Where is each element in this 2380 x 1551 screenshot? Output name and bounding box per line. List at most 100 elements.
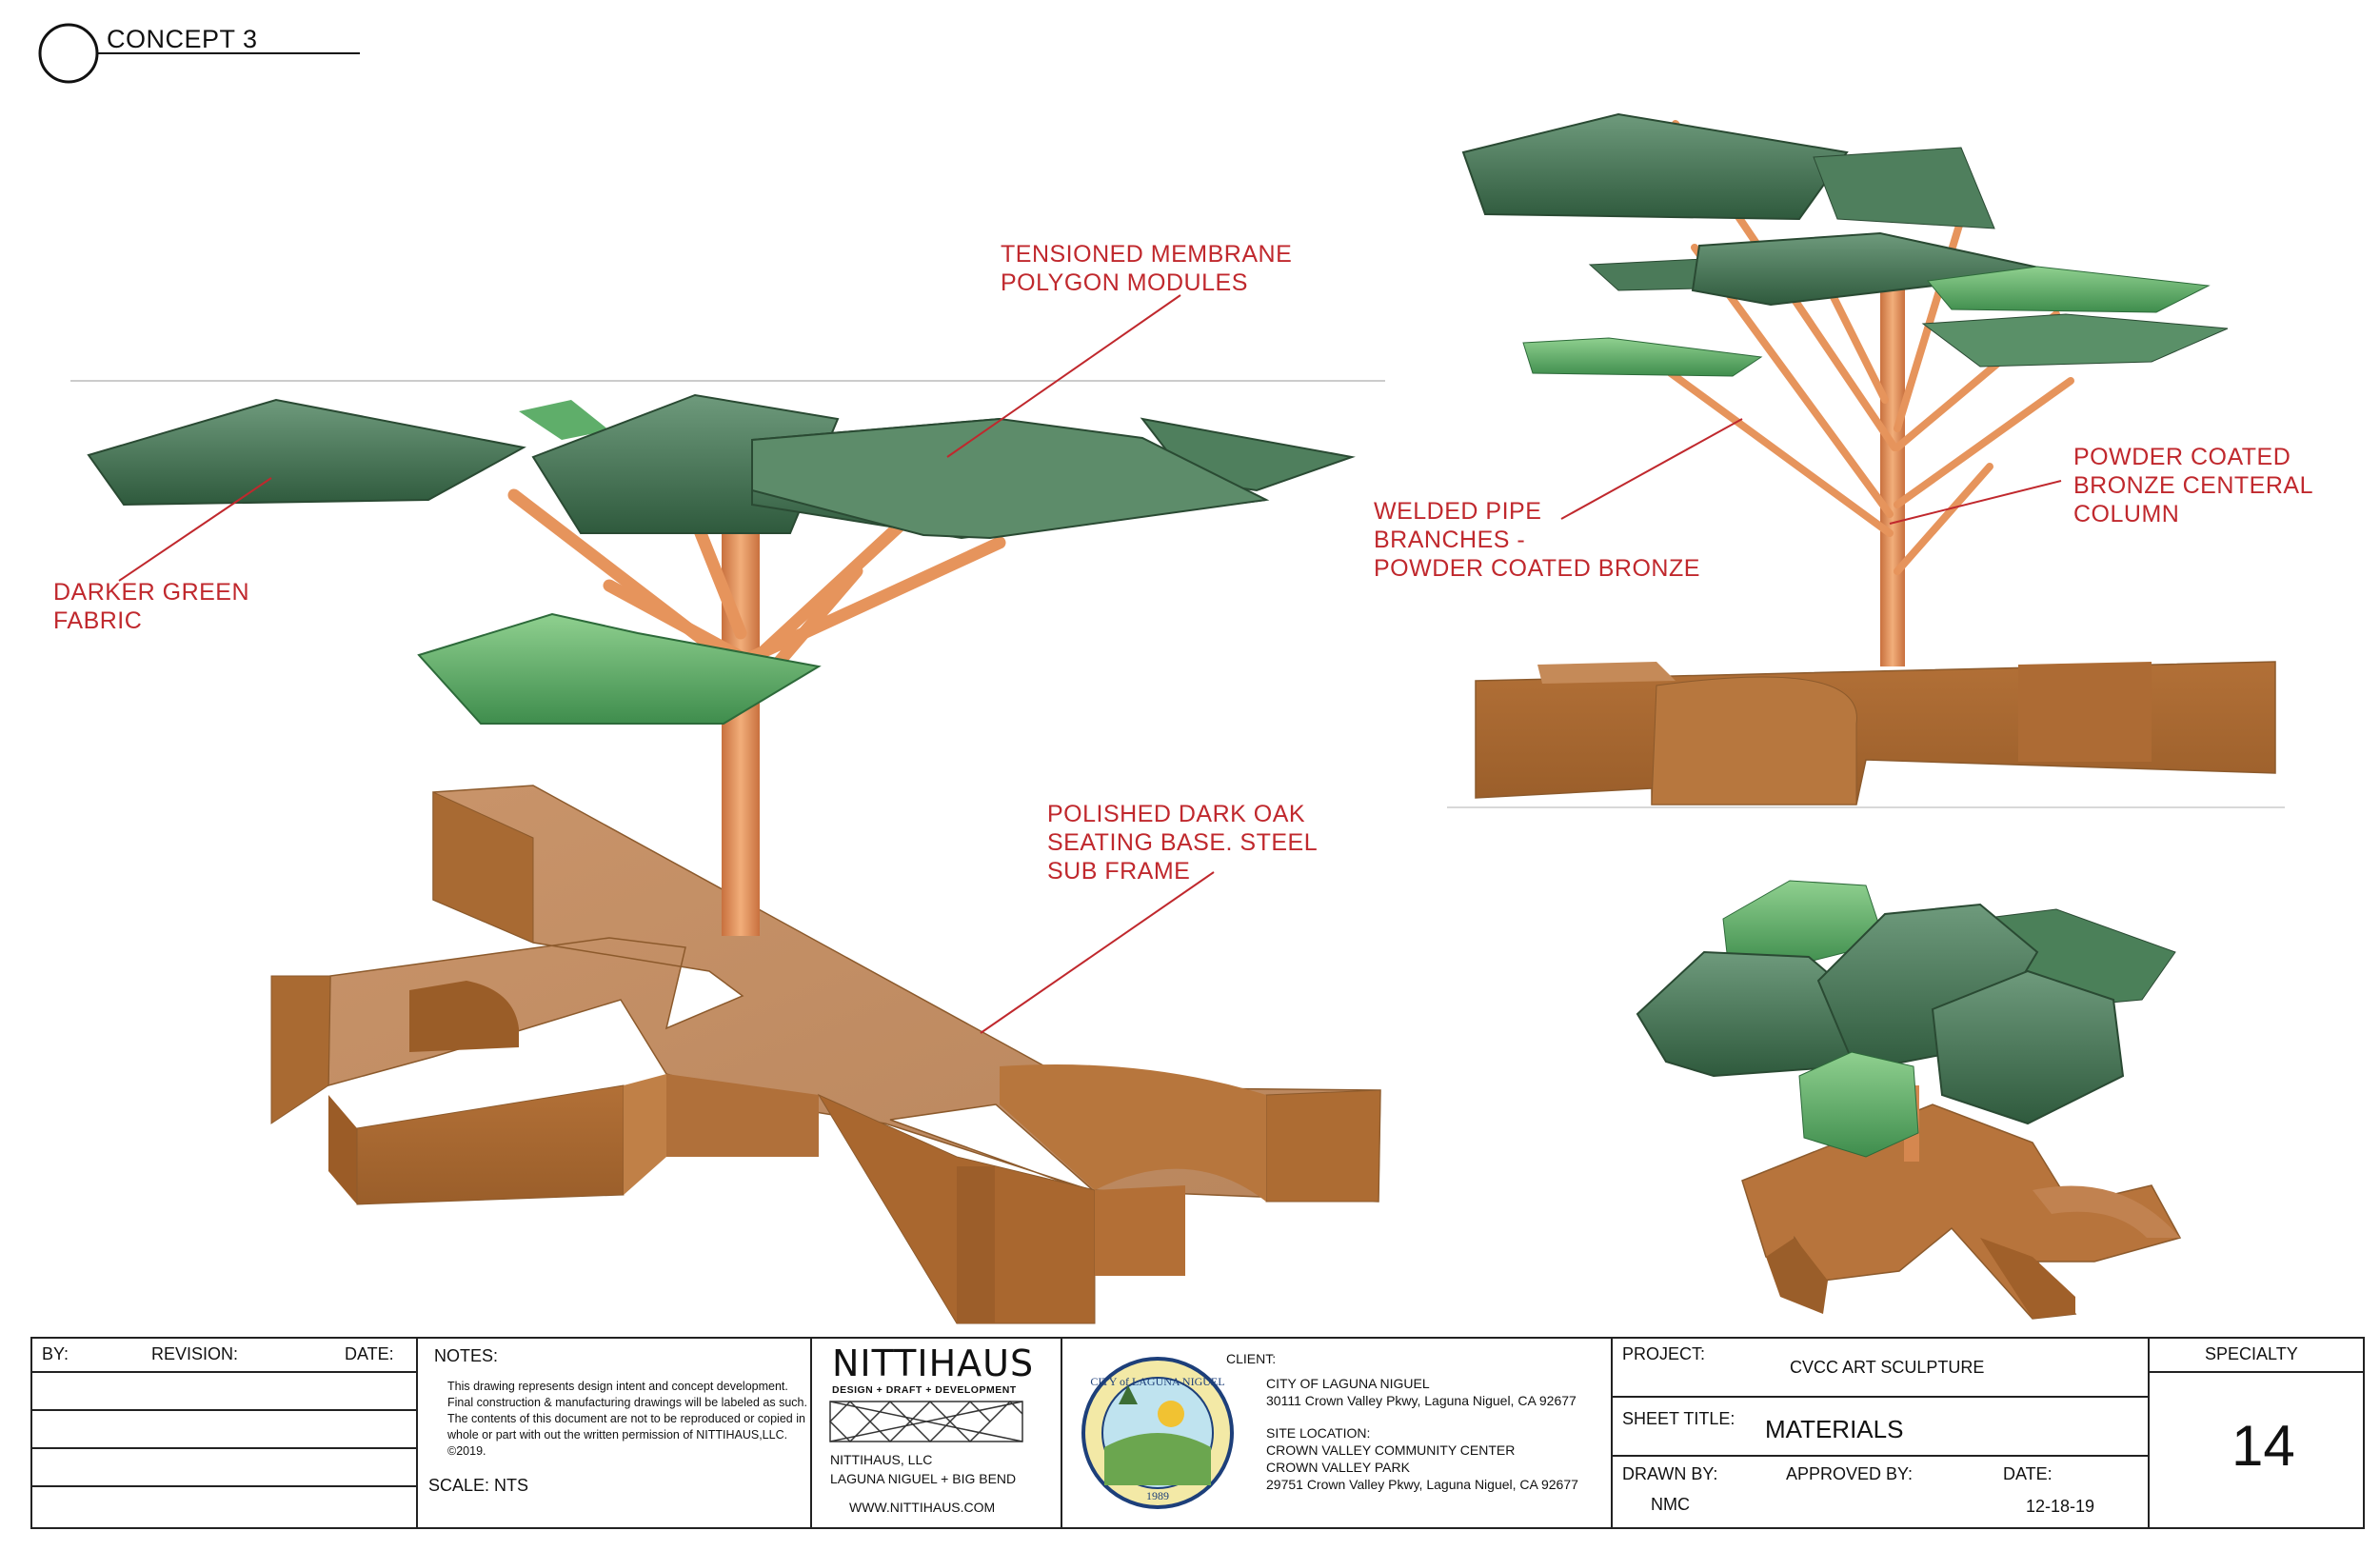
leaf-module bbox=[1813, 147, 1995, 229]
approved-by-label: APPROVED BY: bbox=[1786, 1464, 1914, 1483]
firm-website: WWW.NITTIHAUS.COM bbox=[849, 1500, 996, 1515]
elevation-render bbox=[1447, 112, 2285, 808]
oak-base-elevation bbox=[1475, 661, 2276, 805]
notes-label: NOTES: bbox=[434, 1346, 499, 1365]
divider bbox=[1061, 1339, 1062, 1527]
oak-base-side bbox=[1095, 1185, 1185, 1276]
date-label-2: DATE: bbox=[2003, 1464, 2053, 1483]
firm-locations: LAGUNA NIGUEL + BIG BEND bbox=[830, 1471, 1017, 1486]
divider bbox=[1611, 1396, 2148, 1398]
aerial-render bbox=[1636, 880, 2182, 1320]
callout-line: WELDED PIPE bbox=[1374, 498, 1542, 525]
firm-llc: NITTIHAUS, LLC bbox=[830, 1452, 933, 1467]
concept-bubble bbox=[38, 23, 360, 84]
callout-line: DARKER GREEN bbox=[53, 579, 250, 606]
drawn-by-value: NMC bbox=[1651, 1495, 1690, 1514]
leaf-module bbox=[1798, 1051, 1919, 1158]
callout-line: TENSIONED MEMBRANE bbox=[1001, 241, 1293, 268]
leaf-module bbox=[1931, 969, 2125, 1125]
main-sculpture-render bbox=[87, 393, 1381, 1324]
firm-tagline: DESIGN + DRAFT + DEVELOPMENT bbox=[832, 1384, 1017, 1396]
divider bbox=[2148, 1339, 2150, 1527]
specialty-label: SPECIALTY bbox=[2205, 1344, 2298, 1363]
by-label: BY: bbox=[42, 1344, 69, 1363]
callout-line: BRONZE CENTERAL bbox=[2073, 472, 2313, 499]
project-label: PROJECT: bbox=[1622, 1344, 1706, 1363]
leaf-module bbox=[1927, 266, 2211, 313]
callout-polished-oak: POLISHED DARK OAK SEATING BASE. STEEL SU… bbox=[1047, 800, 1318, 885]
divider bbox=[1611, 1455, 2148, 1457]
oak-base-side bbox=[1265, 1089, 1381, 1203]
site-label: SITE LOCATION: bbox=[1266, 1425, 1371, 1441]
callout-powder-coated-column: POWDER COATED BRONZE CENTERAL COLUMN bbox=[2073, 443, 2313, 528]
divider bbox=[32, 1409, 416, 1411]
city-seal: CITY of LAGUNA NIGUEL 1989 bbox=[1081, 1357, 1234, 1509]
callout-line: POLISHED DARK OAK bbox=[1047, 801, 1306, 827]
date-value: 12-18-19 bbox=[2026, 1497, 2095, 1516]
callout-line: POWDER COATED bbox=[2073, 444, 2291, 470]
callout-tensioned-membrane: TENSIONED MEMBRANE POLYGON MODULES bbox=[1001, 240, 1292, 297]
seal-year: 1989 bbox=[1146, 1489, 1169, 1502]
callout-line: SEATING BASE. STEEL bbox=[1047, 829, 1319, 856]
leaf-module bbox=[751, 417, 1270, 540]
callout-line: POLYGON MODULES bbox=[1001, 269, 1248, 296]
oak-base-side bbox=[432, 791, 534, 944]
divider bbox=[32, 1371, 416, 1373]
oak-base-curve bbox=[1000, 1064, 1266, 1202]
oak-base-elevation bbox=[1651, 676, 1857, 805]
oak-base-elevation bbox=[2018, 662, 2152, 762]
callout-line: POWDER COATED BRONZE bbox=[1374, 555, 1700, 582]
site-line-1: CROWN VALLEY COMMUNITY CENTER bbox=[1266, 1442, 1516, 1458]
leaf-module bbox=[519, 400, 609, 440]
oak-base-side bbox=[270, 975, 331, 1124]
bronze-column bbox=[1880, 276, 1905, 666]
revision-label: REVISION: bbox=[151, 1344, 239, 1363]
divider bbox=[32, 1485, 416, 1487]
oak-base-aerial bbox=[1980, 1238, 2075, 1319]
leaf-module bbox=[1691, 231, 2057, 307]
drawn-by-label: DRAWN BY: bbox=[1622, 1464, 1718, 1483]
oak-base-elevation bbox=[1537, 662, 1676, 684]
scale-label: SCALE: NTS bbox=[428, 1476, 529, 1495]
callout-line: FABRIC bbox=[53, 607, 143, 634]
client-address: 30111 Crown Valley Pkwy, Laguna Niguel, … bbox=[1266, 1393, 1577, 1408]
oak-base-side bbox=[957, 1166, 995, 1323]
divider bbox=[32, 1447, 416, 1449]
date-label: DATE: bbox=[345, 1344, 394, 1363]
callout-darker-green-fabric: DARKER GREEN FABRIC bbox=[53, 578, 249, 635]
client-name: CITY OF LAGUNA NIGUEL bbox=[1266, 1376, 1430, 1391]
oak-base-slot bbox=[409, 981, 519, 1052]
divider bbox=[2148, 1371, 2363, 1373]
oak-base-aerial bbox=[2033, 1185, 2180, 1238]
callout-welded-pipe: WELDED PIPE BRANCHES - POWDER COATED BRO… bbox=[1374, 497, 1700, 583]
oak-base-aerial bbox=[1766, 1238, 1828, 1314]
oak-base-side bbox=[328, 1095, 357, 1204]
site-line-2: CROWN VALLEY PARK bbox=[1266, 1460, 1410, 1475]
callout-line: BRANCHES - bbox=[1374, 527, 1526, 553]
sheet-title-value: MATERIALS bbox=[1765, 1415, 1904, 1443]
callout-line: SUB FRAME bbox=[1047, 858, 1191, 885]
project-value: CVCC ART SCULPTURE bbox=[1790, 1358, 1985, 1377]
sheet-number: 14 bbox=[2231, 1414, 2295, 1478]
title-block: BY: REVISION: DATE: NOTES: This drawing … bbox=[30, 1337, 2365, 1529]
leaf-module bbox=[1461, 112, 1849, 221]
site-line-3: 29751 Crown Valley Pkwy, Laguna Niguel, … bbox=[1266, 1477, 1578, 1492]
concept-title: CONCEPT 3 bbox=[107, 25, 258, 53]
divider bbox=[1611, 1339, 1613, 1527]
divider bbox=[810, 1339, 812, 1527]
leader-lines bbox=[118, 294, 2062, 1034]
oak-base-side bbox=[356, 1084, 625, 1205]
leaf-module bbox=[1522, 337, 1763, 377]
notes-text: This drawing represents design intent an… bbox=[447, 1380, 807, 1458]
client-label: CLIENT: bbox=[1226, 1351, 1277, 1366]
leaf-module bbox=[1921, 313, 2229, 368]
firm-name: NITTIHAUS bbox=[832, 1342, 1035, 1384]
firm-pattern-logo bbox=[828, 1400, 1023, 1443]
oak-base-side bbox=[624, 1074, 666, 1195]
oak-base-side bbox=[666, 1074, 819, 1157]
sheet-title-label: SHEET TITLE: bbox=[1622, 1409, 1735, 1428]
seal-text-ring: CITY of LAGUNA NIGUEL bbox=[1090, 1375, 1224, 1388]
leaf-module bbox=[87, 398, 526, 507]
callout-line: COLUMN bbox=[2073, 501, 2180, 527]
